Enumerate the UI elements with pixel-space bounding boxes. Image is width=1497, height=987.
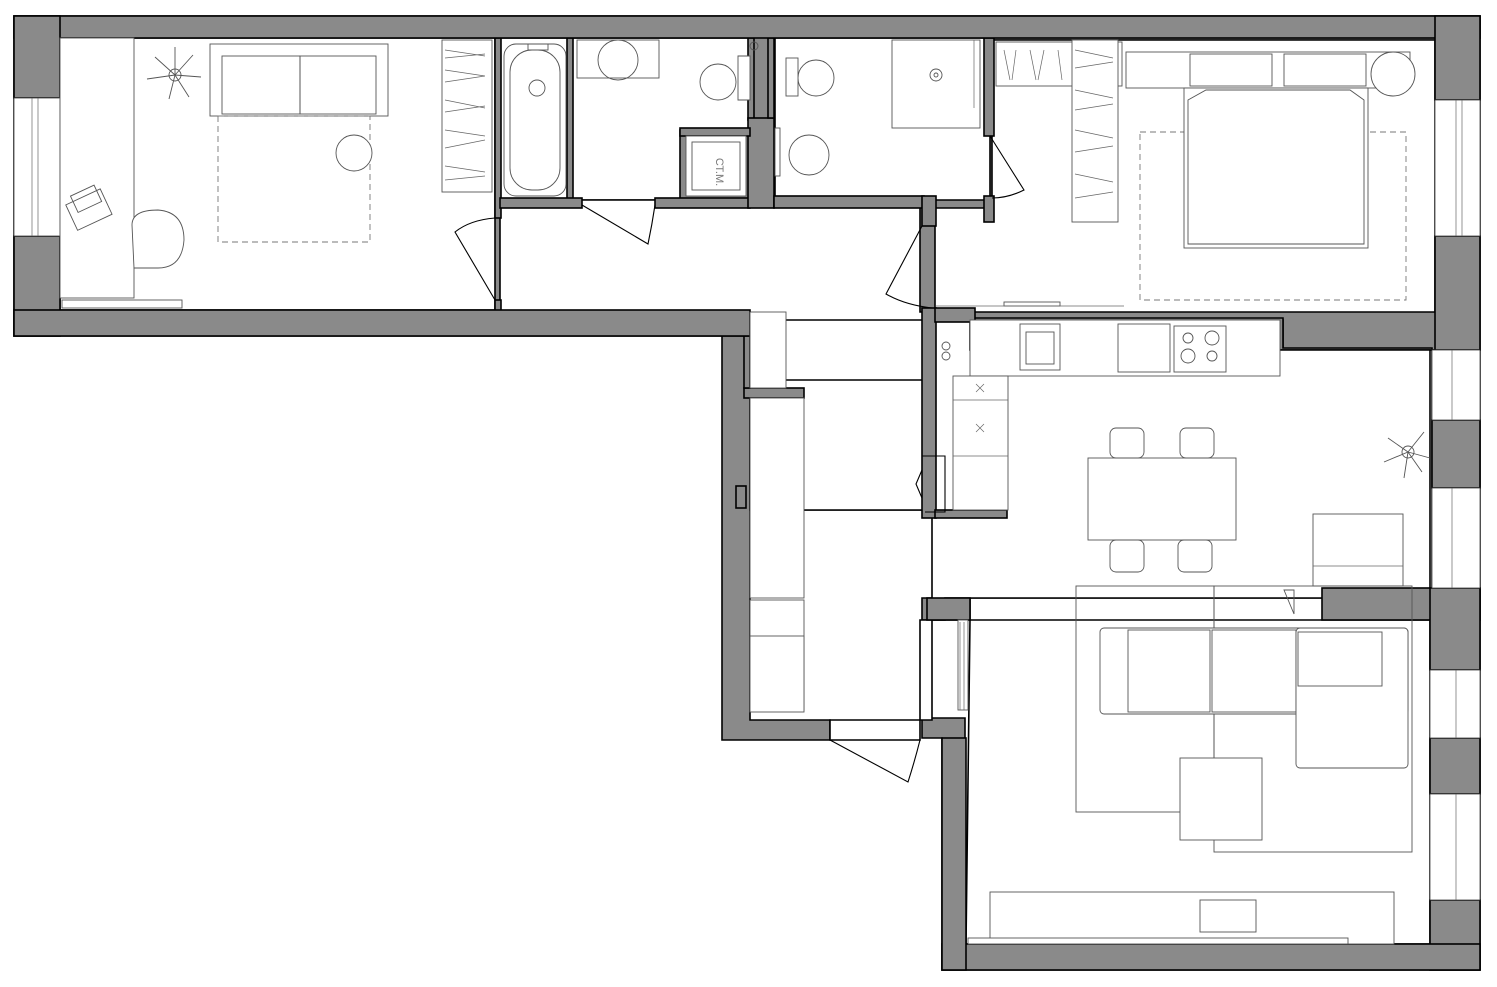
windows — [13, 97, 1481, 901]
dining-furniture — [1087, 427, 1431, 615]
partitions — [13, 15, 1481, 971]
wc-fixtures — [774, 39, 981, 177]
toilet-icon — [785, 57, 835, 97]
corridor-furniture — [735, 311, 969, 713]
left-room-furniture — [59, 37, 493, 309]
kitchen-furniture — [941, 319, 1281, 511]
washer-label: СТ.М. — [713, 158, 725, 186]
plant-icon — [146, 47, 202, 100]
living-furniture — [967, 585, 1413, 945]
doors — [454, 135, 1025, 783]
toilet-icon — [699, 55, 751, 101]
bedroom-furniture — [936, 39, 1416, 307]
laptop-icon — [65, 184, 113, 231]
plant-icon — [1383, 431, 1431, 479]
chair-icon — [131, 209, 185, 269]
bathroom-fixtures: СТ.М. — [503, 39, 759, 197]
